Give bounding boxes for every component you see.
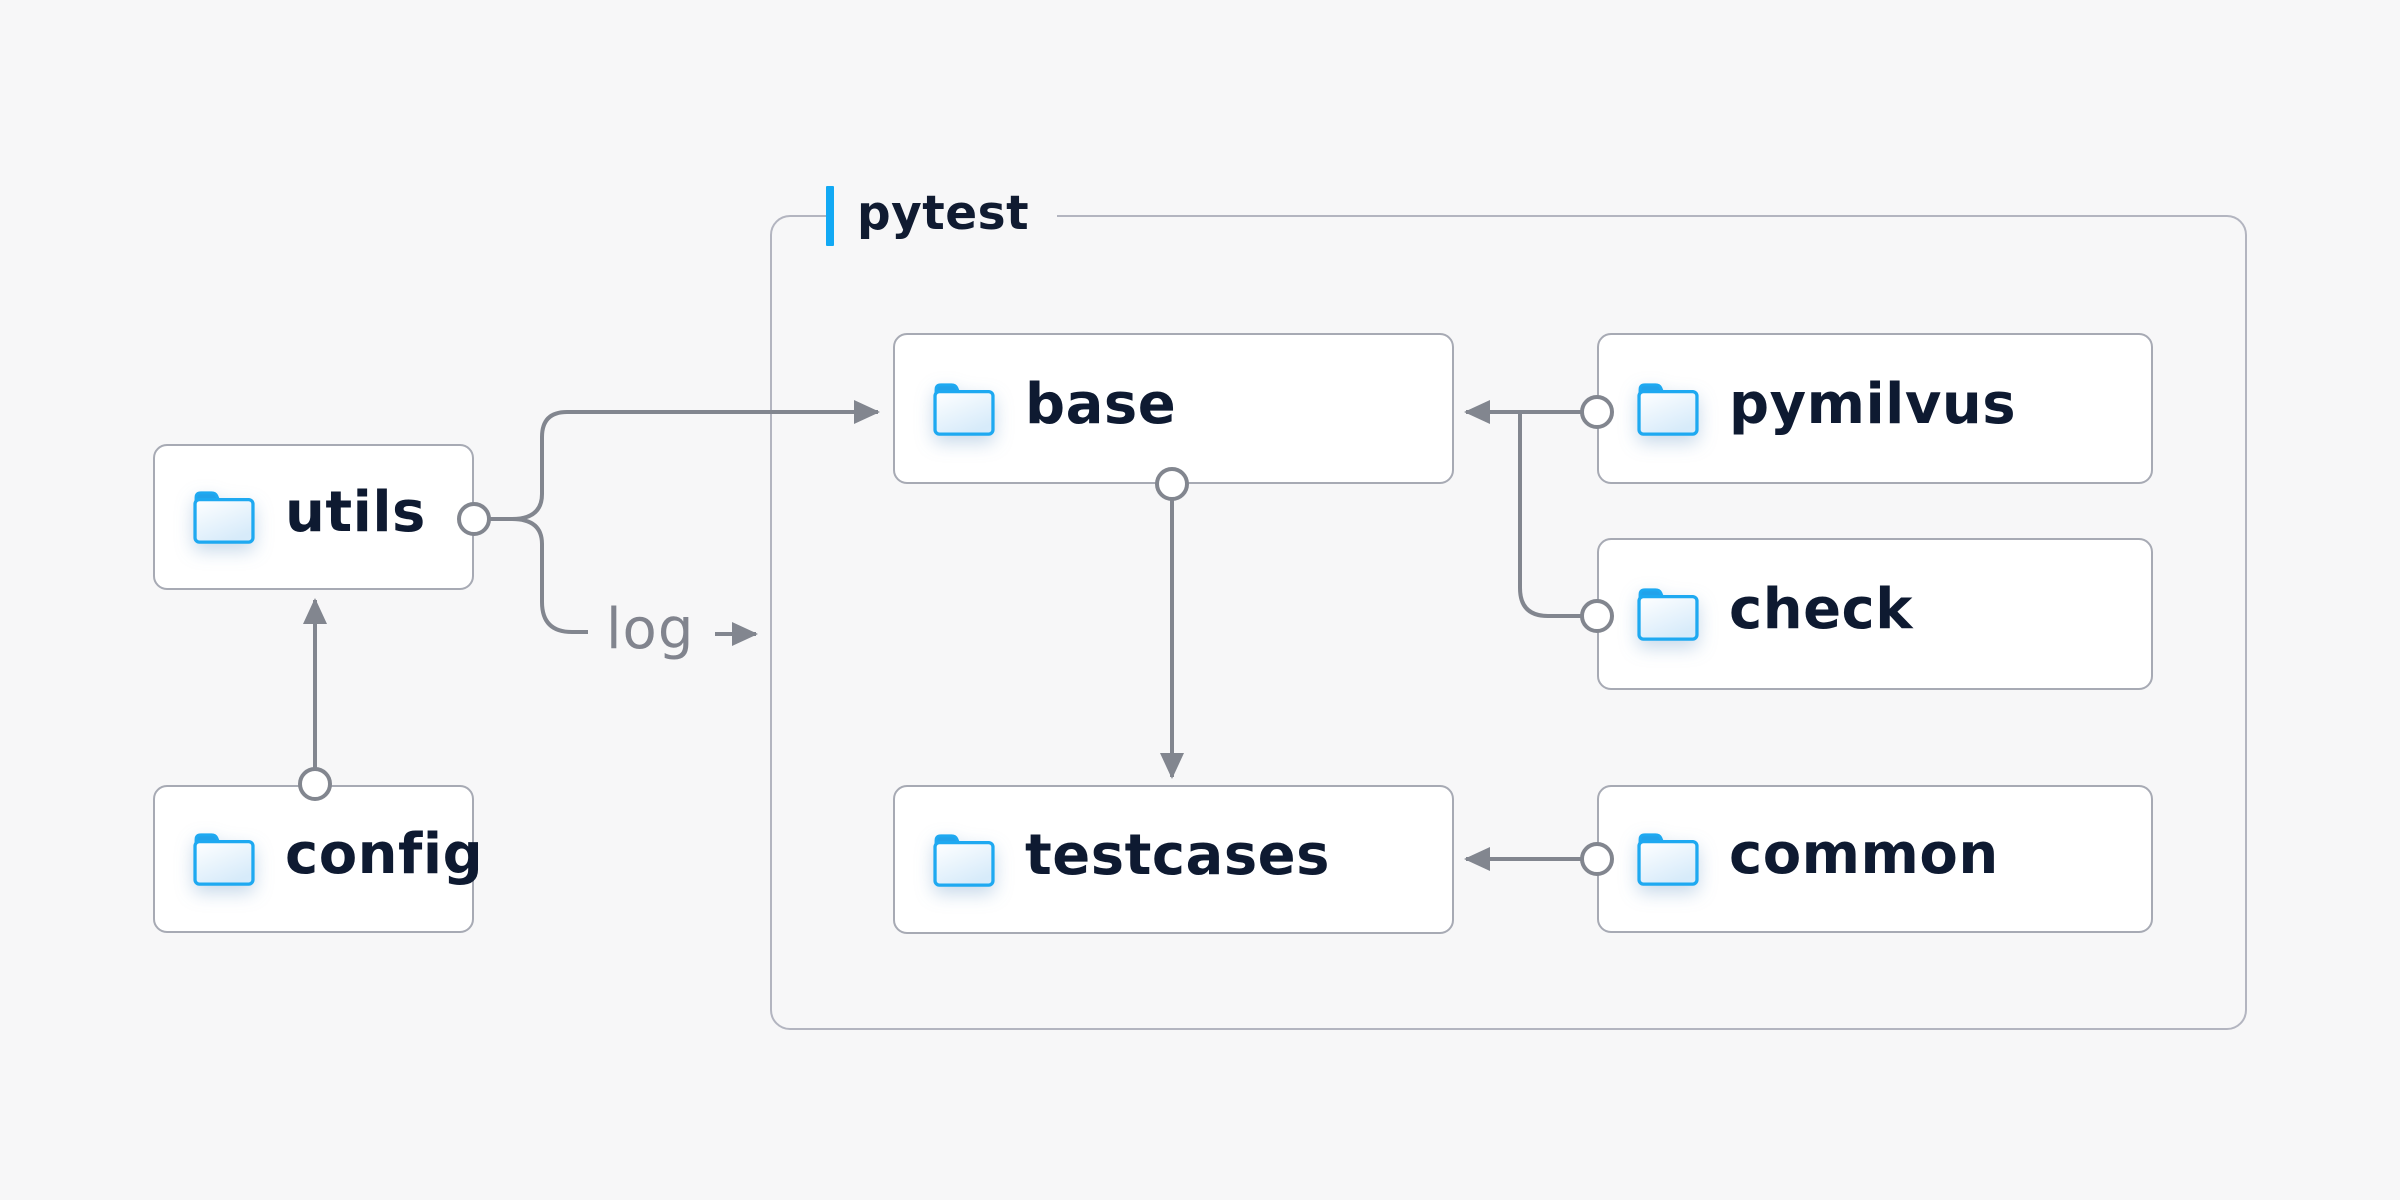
folder-icon: [1637, 833, 1699, 886]
folder-icon: [193, 833, 255, 886]
node-common: common: [1597, 785, 2153, 933]
node-check: check: [1597, 538, 2153, 690]
node-testcases: testcases: [893, 785, 1454, 934]
accent-bar: [826, 186, 834, 246]
folder-icon: [933, 382, 995, 436]
group-title: pytest: [857, 185, 1030, 241]
node-label: base: [1025, 371, 1177, 437]
node-label: common: [1729, 822, 1999, 887]
node-config: config: [153, 785, 483, 933]
folder-icon: [1637, 382, 1699, 436]
node-label: testcases: [1025, 822, 1330, 888]
node-label: utils: [285, 480, 426, 545]
pytest-group-label: pytest: [826, 185, 1058, 246]
node-base: base: [893, 333, 1454, 484]
edge-label-log: log: [606, 597, 695, 662]
folder-icon: [193, 491, 255, 544]
folder-icon: [1637, 588, 1699, 641]
edge-utils-log: [511, 517, 588, 634]
node-pymilvus: pymilvus: [1597, 333, 2153, 484]
node-label: pymilvus: [1729, 371, 2017, 437]
node-label: config: [285, 822, 484, 887]
node-utils: utils: [153, 444, 474, 590]
pytest-group-container: [770, 215, 2247, 1030]
node-label: check: [1729, 577, 1913, 642]
folder-icon: [933, 833, 995, 887]
